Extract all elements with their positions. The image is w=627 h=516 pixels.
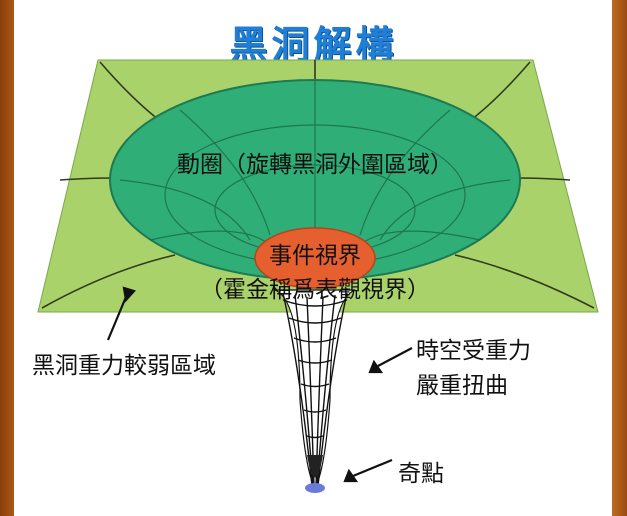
event-horizon-label-line2: （霍金稱爲表觀視界） xyxy=(200,277,430,303)
gravity-funnel xyxy=(274,289,356,490)
event-horizon-label-line1: 事件視界 xyxy=(269,243,361,269)
singularity-point xyxy=(305,483,325,493)
weak-gravity-label: 黑洞重力較弱區域 xyxy=(32,353,216,379)
spacetime-distortion-label-line2: 嚴重扭曲 xyxy=(416,373,508,399)
ergosphere-label: 動圈（旋轉黑洞外圍區域） xyxy=(177,152,453,178)
event-horizon-disk xyxy=(254,227,376,289)
spacetime-distortion-label-line1: 時空受重力 xyxy=(416,338,531,364)
pointer-arrows xyxy=(106,286,413,483)
singularity-label: 奇點 xyxy=(398,461,444,487)
